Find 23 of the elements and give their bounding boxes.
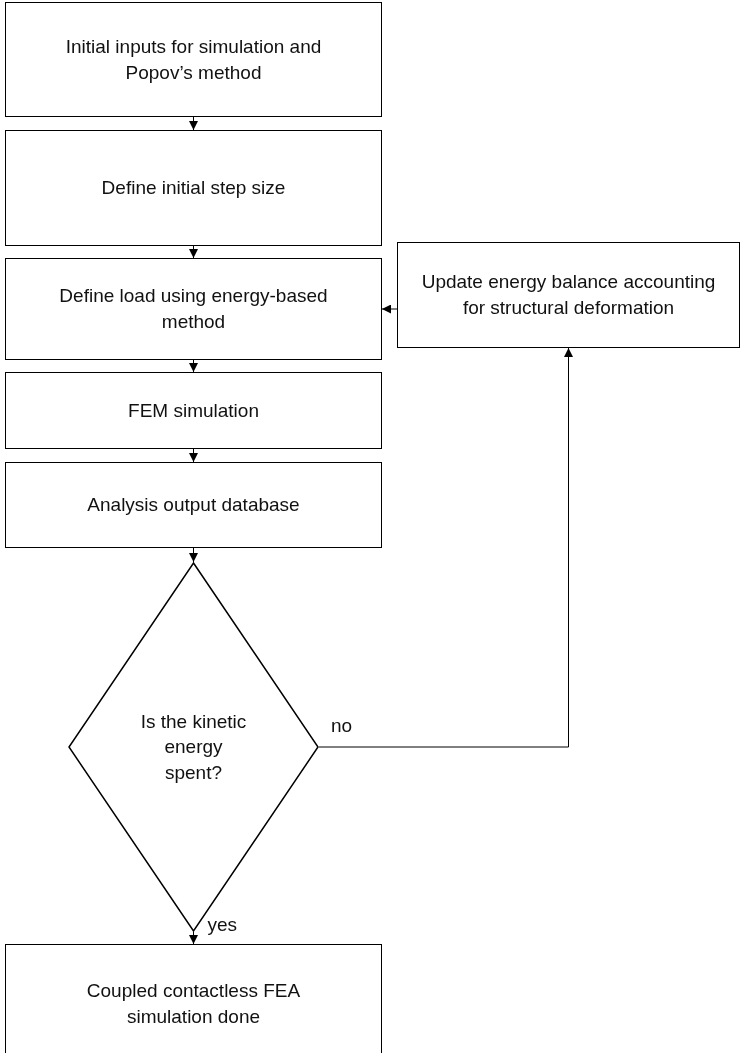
process-box (5, 944, 382, 1053)
node-label: FEM simulation (128, 398, 259, 423)
node-label: Define initial step size (101, 176, 286, 201)
process-box (397, 242, 740, 348)
process-box (5, 462, 382, 548)
process-box (5, 258, 382, 360)
node-label: Initial inputs for simulation and Popov’s method (64, 34, 323, 85)
arrow (318, 347, 573, 748)
arrow (189, 359, 198, 373)
arrow (189, 116, 198, 131)
node-label: Analysis output database (87, 493, 300, 518)
arrow (381, 304, 398, 314)
arrow (189, 547, 198, 563)
node-label: Define load using energy-based method (58, 284, 329, 334)
arrow (189, 448, 198, 463)
process-box (5, 2, 382, 117)
process-box (5, 372, 382, 449)
arrow (189, 245, 198, 259)
node-label: Is the kinetic energy spent? (139, 709, 248, 785)
node-label: Update energy balance accounting for structural deformation (420, 270, 717, 320)
node-label: Coupled contactless FEA simulation done (85, 979, 302, 1029)
arrow (189, 931, 198, 945)
process-box (5, 130, 382, 246)
